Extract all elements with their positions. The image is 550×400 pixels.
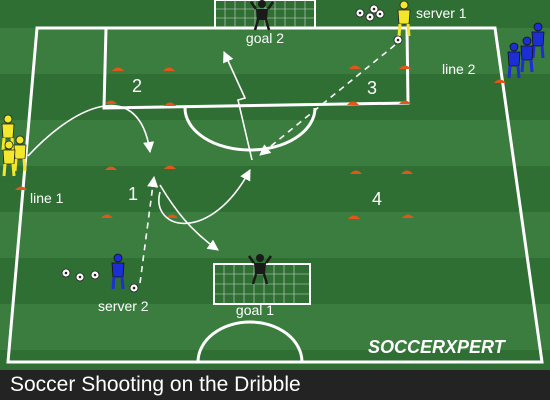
zone-label-1: 1 (128, 184, 138, 204)
dribble-path-3 (158, 169, 251, 225)
dribble-path-1 (27, 104, 155, 157)
zone-label-4: 4 (372, 189, 382, 209)
soccerxpert-logo: SOCCERXPERT (368, 337, 507, 357)
dribble-path-2 (159, 184, 219, 251)
pitch-stripes (0, 28, 550, 350)
field-boundary (6, 26, 544, 364)
center-arc (196, 320, 304, 363)
pass-path-server-1 (259, 44, 396, 156)
penalty-box (102, 27, 410, 110)
label-server-2: server 2 (98, 298, 149, 314)
label-goal-2: goal 2 (246, 30, 284, 46)
label-line-2: line 2 (442, 61, 476, 77)
zone-label-2: 2 (132, 76, 142, 96)
label-line-1: line 1 (30, 190, 64, 206)
label-goal-1: goal 1 (236, 302, 274, 318)
pass-path-server-2 (139, 175, 159, 284)
label-server-1: server 1 (416, 5, 467, 21)
diagram-title: Soccer Shooting on the Dribble (0, 370, 550, 400)
movement-arrows (27, 44, 396, 284)
zone-label-3: 3 (367, 78, 377, 98)
shot-path (223, 50, 253, 161)
